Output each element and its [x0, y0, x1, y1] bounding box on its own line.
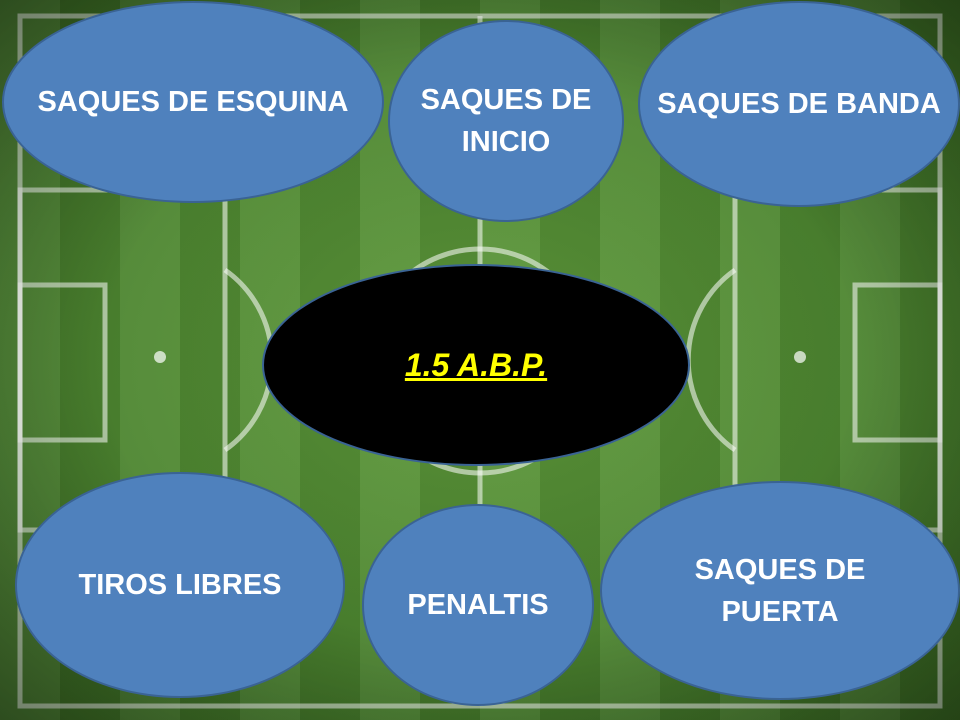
corner-kicks-label: SAQUES DE ESQUINA: [37, 86, 349, 118]
central-topic-bubble: 1.5 A.B.P.: [262, 264, 690, 466]
free-kicks-bubble: TIROS LIBRES: [15, 472, 345, 698]
central-topic-label: 1.5 A.B.P.: [404, 347, 548, 383]
goal-kicks-bubble: SAQUES DE PUERTA: [600, 481, 960, 700]
kick-offs-label: SAQUES DE INICIO: [420, 84, 592, 158]
penalties-bubble: PENALTIS: [362, 504, 594, 706]
throw-ins-label: SAQUES DE BANDA: [657, 88, 941, 120]
throw-ins-bubble: SAQUES DE BANDA: [638, 1, 960, 207]
corner-kicks-bubble: SAQUES DE ESQUINA: [2, 1, 384, 203]
goal-kicks-label: SAQUES DE PUERTA: [694, 553, 866, 628]
free-kicks-label: TIROS LIBRES: [78, 569, 282, 601]
kick-offs-bubble: SAQUES DE INICIO: [388, 20, 624, 222]
penalties-label: PENALTIS: [407, 589, 549, 621]
